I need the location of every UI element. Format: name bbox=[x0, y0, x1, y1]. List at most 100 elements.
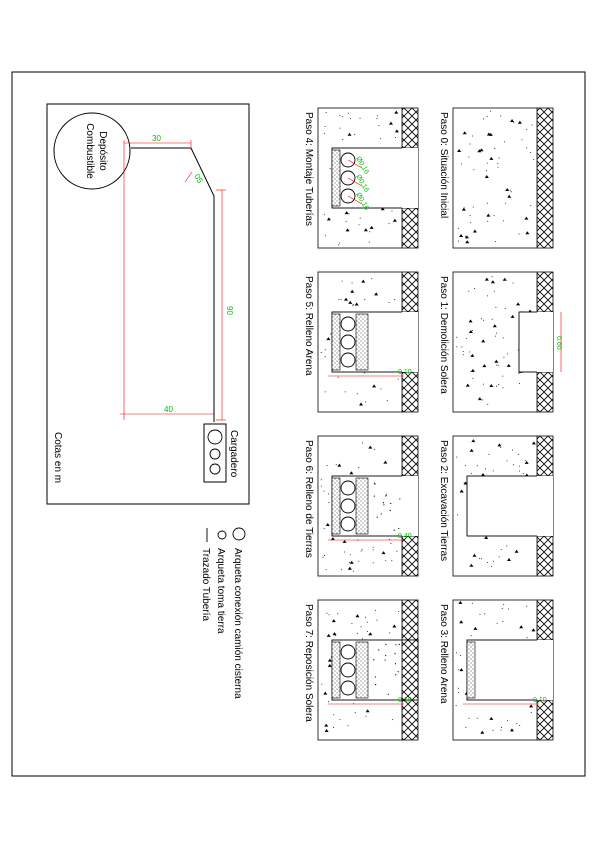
aggregate-mark bbox=[493, 560, 495, 562]
aggregate-mark bbox=[518, 454, 520, 456]
sand-bedding bbox=[466, 641, 476, 699]
aggregate-mark bbox=[391, 719, 393, 721]
slab-opening bbox=[402, 476, 418, 536]
aggregate-mark bbox=[348, 300, 353, 304]
aggregate-mark bbox=[477, 397, 482, 401]
aggregate-mark bbox=[492, 729, 494, 731]
aggregate-mark bbox=[504, 308, 506, 310]
aggregate-mark bbox=[398, 611, 400, 613]
aggregate-mark bbox=[332, 632, 337, 636]
aggregate-mark bbox=[484, 468, 486, 470]
aggregate-mark bbox=[324, 356, 326, 358]
aggregate-mark bbox=[506, 353, 508, 355]
aggregate-mark bbox=[325, 111, 327, 113]
aggregate-mark bbox=[330, 537, 335, 541]
aggregate-mark bbox=[470, 368, 475, 372]
aggregate-mark bbox=[351, 623, 353, 625]
aggregate-mark bbox=[470, 635, 472, 637]
aggregate-mark bbox=[361, 638, 363, 640]
backfill-mark bbox=[394, 653, 396, 655]
backfill-mark bbox=[399, 498, 401, 500]
backfill-mark bbox=[395, 644, 397, 646]
aggregate-mark bbox=[530, 152, 532, 154]
aggregate-mark bbox=[355, 614, 360, 618]
aggregate-mark bbox=[366, 621, 368, 623]
aggregate-mark bbox=[469, 448, 474, 452]
aggregate-mark bbox=[489, 716, 494, 720]
aggregate-mark bbox=[368, 445, 373, 449]
aggregate-mark bbox=[380, 138, 382, 140]
aggregate-mark bbox=[381, 551, 386, 555]
aggregate-mark bbox=[380, 207, 385, 211]
aggregate-mark bbox=[471, 439, 476, 443]
aggregate-mark bbox=[455, 704, 457, 706]
aggregate-mark bbox=[503, 220, 505, 222]
sand-bedding bbox=[331, 641, 341, 699]
aggregate-mark bbox=[516, 722, 518, 724]
aggregate-mark bbox=[349, 554, 351, 556]
step-title-6: Paso 6: Relleno de Tierras bbox=[303, 440, 314, 558]
dim-label: 0.10 bbox=[533, 697, 547, 704]
aggregate-mark bbox=[495, 332, 497, 334]
aggregate-mark bbox=[488, 453, 490, 455]
step-title-7: Paso 7: Reposición Solera bbox=[303, 604, 314, 722]
aggregate-mark bbox=[507, 608, 509, 610]
aggregate-mark bbox=[333, 714, 335, 716]
slab-restored bbox=[401, 639, 419, 701]
aggregate-mark bbox=[456, 336, 458, 338]
backfill-mark bbox=[374, 676, 376, 678]
aggregate-mark bbox=[325, 569, 327, 571]
aggregate-mark bbox=[480, 558, 482, 560]
step-section-0: Paso 0: Situación Inicial bbox=[438, 107, 554, 249]
aggregate-mark bbox=[337, 463, 342, 467]
dim-label: 0.60 bbox=[555, 336, 562, 350]
aggregate-mark bbox=[375, 609, 377, 611]
aggregate-mark bbox=[351, 282, 353, 284]
aggregate-mark bbox=[457, 692, 459, 694]
aggregate-mark bbox=[342, 116, 344, 118]
slab-opening bbox=[537, 640, 553, 700]
aggregate-mark bbox=[530, 711, 532, 713]
aggregate-mark bbox=[376, 619, 378, 621]
aggregate-mark bbox=[396, 550, 398, 552]
aggregate-mark bbox=[371, 278, 373, 280]
backfill-mark bbox=[390, 502, 392, 505]
aggregate-mark bbox=[461, 207, 466, 211]
aggregate-mark bbox=[457, 240, 459, 242]
aggregate-mark bbox=[526, 637, 528, 639]
step-title-0: Paso 0: Situación Inicial bbox=[438, 112, 449, 218]
aggregate-mark bbox=[330, 333, 332, 335]
sand-bedding bbox=[331, 477, 341, 535]
aggregate-mark bbox=[352, 570, 354, 572]
aggregate-mark bbox=[457, 227, 459, 229]
aggregate-mark bbox=[457, 514, 459, 516]
step-title-3: Paso 3: Relleno Arena bbox=[438, 604, 449, 704]
aggregate-mark bbox=[482, 383, 484, 385]
plan-frame bbox=[46, 103, 250, 505]
backfill-mark bbox=[389, 509, 391, 512]
aggregate-mark bbox=[496, 385, 498, 387]
aggregate-mark bbox=[347, 725, 349, 727]
aggregate-mark bbox=[500, 549, 502, 551]
aggregate-mark bbox=[498, 556, 500, 558]
step-title-4: Paso 4: Montaje Tuberías bbox=[303, 112, 314, 226]
aggregate-mark bbox=[361, 549, 363, 551]
aggregate-mark bbox=[359, 217, 361, 219]
aggregate-mark bbox=[324, 391, 326, 393]
aggregate-mark bbox=[526, 605, 528, 607]
aggregate-mark bbox=[352, 304, 354, 306]
pipe-icon bbox=[340, 516, 356, 532]
aggregate-mark bbox=[531, 441, 536, 445]
aggregate-mark bbox=[473, 626, 478, 630]
aggregate-mark bbox=[365, 401, 367, 403]
aggregate-mark bbox=[529, 704, 534, 708]
aggregate-mark bbox=[493, 215, 495, 217]
aggregate-mark bbox=[486, 115, 488, 117]
aggregate-mark bbox=[464, 235, 469, 239]
aggregate-mark bbox=[506, 363, 511, 367]
aggregate-mark bbox=[482, 364, 487, 368]
aggregate-mark bbox=[486, 295, 488, 297]
aggregate-mark bbox=[457, 669, 459, 671]
